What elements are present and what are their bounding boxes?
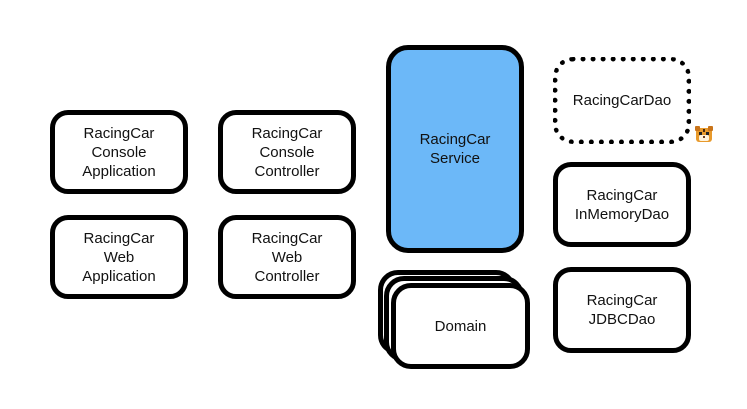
web-application-box: RacingCar Web Application [50,215,188,299]
domain-label: Domain [434,317,487,335]
web-controller-label: RacingCar Web Controller [251,229,323,285]
jdbc-dao-label: RacingCar JDBCDao [586,292,658,328]
inmemory-dao-box: RacingCar InMemoryDao [553,162,691,247]
console-application-box: RacingCar Console Application [50,110,188,194]
service-box: RacingCar Service [386,45,524,253]
dao-interface-label: RacingCarDao [572,92,672,109]
jdbc-dao-box: RacingCar JDBCDao [553,267,691,353]
inmemory-dao-label: RacingCar InMemoryDao [574,186,670,223]
service-label: RacingCar Service [419,131,491,167]
tiger-face-icon [695,126,713,142]
console-application-label: RacingCar Console Application [82,124,156,180]
dao-interface-box: RacingCarDao [553,57,691,144]
web-application-label: RacingCar Web Application [82,229,156,285]
console-controller-label: RacingCar Console Controller [251,124,323,180]
web-controller-box: RacingCar Web Controller [218,215,356,299]
console-controller-box: RacingCar Console Controller [218,110,356,194]
domain-box: Domain [391,283,530,369]
